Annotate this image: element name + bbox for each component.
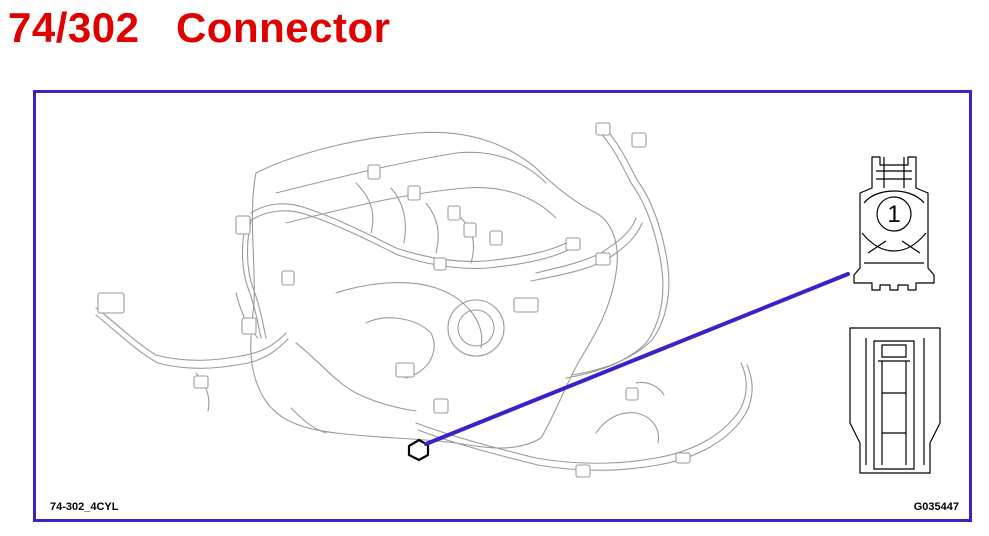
engine-harness-drawing: 1	[95, 122, 941, 478]
connector-side-view	[849, 327, 941, 474]
pin-1-circle	[876, 196, 912, 232]
connector-face-view	[853, 156, 935, 291]
highlighted-connector-marker	[407, 438, 430, 462]
pin-1-label: 1	[887, 201, 900, 228]
page-title: 74/302 Connector	[8, 4, 391, 51]
engine-line-art	[95, 124, 753, 471]
figure-code-left: 74-302_4CYL	[50, 501, 119, 513]
leader-line	[424, 272, 850, 446]
figure-code-right: G035447	[913, 501, 959, 513]
diagram-frame: 1 74-302_4CYL G035447	[33, 90, 972, 522]
harness-connectors	[97, 122, 691, 478]
